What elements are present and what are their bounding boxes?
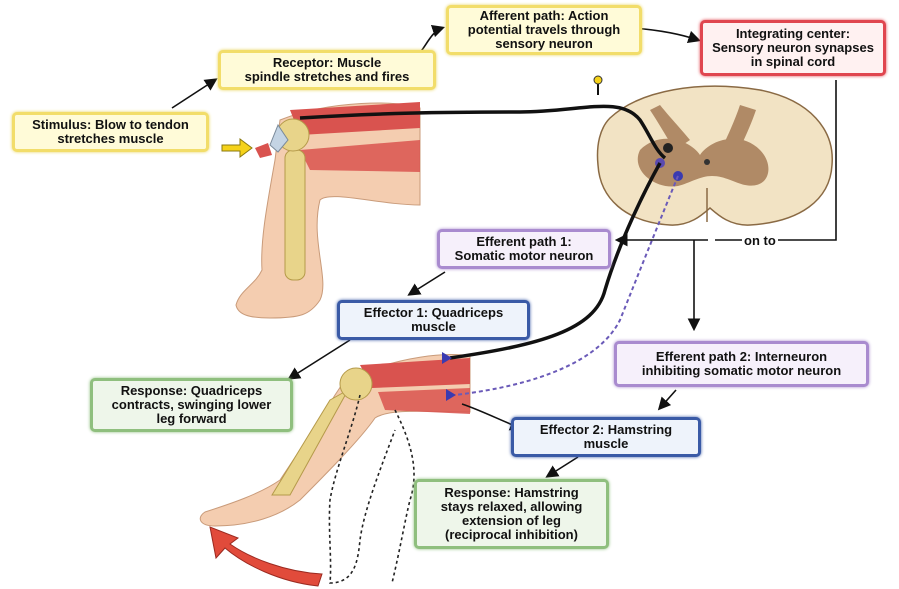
afferent-line-3: sensory neuron [495, 37, 593, 51]
effector2-line-2: muscle [584, 437, 629, 451]
stimulus-line-1: Stimulus: Blow to tendon [32, 118, 189, 132]
integrating-line-1: Integrating center: [736, 27, 850, 41]
stimulus-line-2: stretches muscle [57, 132, 163, 146]
response-1-box: Response: Quadriceps contracts, swinging… [90, 378, 293, 432]
efferent1-line-2: Somatic motor neuron [455, 249, 594, 263]
response2-line-2: stays relaxed, allowing [441, 500, 583, 514]
effector-1-box: Effector 1: Quadriceps muscle [337, 300, 530, 340]
integrating-center-box: Integrating center: Sensory neuron synap… [700, 20, 886, 76]
swing-arrow [210, 527, 322, 586]
effector2-line-1: Effector 2: Hamstring [540, 423, 672, 437]
efferent2-line-1: Efferent path 2: Interneuron [656, 350, 827, 364]
afferent-path-box: Afferent path: Action potential travels … [446, 5, 642, 55]
response1-line-3: leg forward [156, 412, 226, 426]
receptor-line-1: Receptor: Muscle [273, 56, 381, 70]
spinal-cord-cross-section [598, 86, 833, 225]
afferent-line-1: Afferent path: Action [480, 9, 609, 23]
response2-line-4: (reciprocal inhibition) [445, 528, 578, 542]
integrating-line-2: Sensory neuron synapses [712, 41, 874, 55]
efferent1-line-1: Efferent path 1: [476, 235, 571, 249]
efferent-path-2-box: Efferent path 2: Interneuron inhibiting … [614, 341, 869, 387]
response1-line-2: contracts, swinging lower [112, 398, 272, 412]
effector1-line-1: Effector 1: Quadriceps [364, 306, 503, 320]
hammer-arrow [222, 139, 252, 157]
on-to-label: on to [742, 233, 778, 248]
response-2-box: Response: Hamstring stays relaxed, allow… [414, 479, 609, 549]
stimulus-box: Stimulus: Blow to tendon stretches muscl… [12, 112, 209, 152]
response1-line-1: Response: Quadriceps [121, 384, 263, 398]
efferent2-line-2: inhibiting somatic motor neuron [642, 364, 841, 378]
integrating-line-3: in spinal cord [751, 55, 836, 69]
response2-line-3: extension of leg [462, 514, 561, 528]
efferent-path-1-box: Efferent path 1: Somatic motor neuron [437, 229, 611, 269]
afferent-line-2: potential travels through [468, 23, 620, 37]
response2-line-1: Response: Hamstring [444, 486, 578, 500]
effector-2-box: Effector 2: Hamstring muscle [511, 417, 701, 457]
receptor-line-2: spindle stretches and fires [245, 70, 410, 84]
effector1-line-2: muscle [411, 320, 456, 334]
leg-illustration-upper [236, 102, 420, 318]
receptor-box: Receptor: Muscle spindle stretches and f… [218, 50, 436, 90]
